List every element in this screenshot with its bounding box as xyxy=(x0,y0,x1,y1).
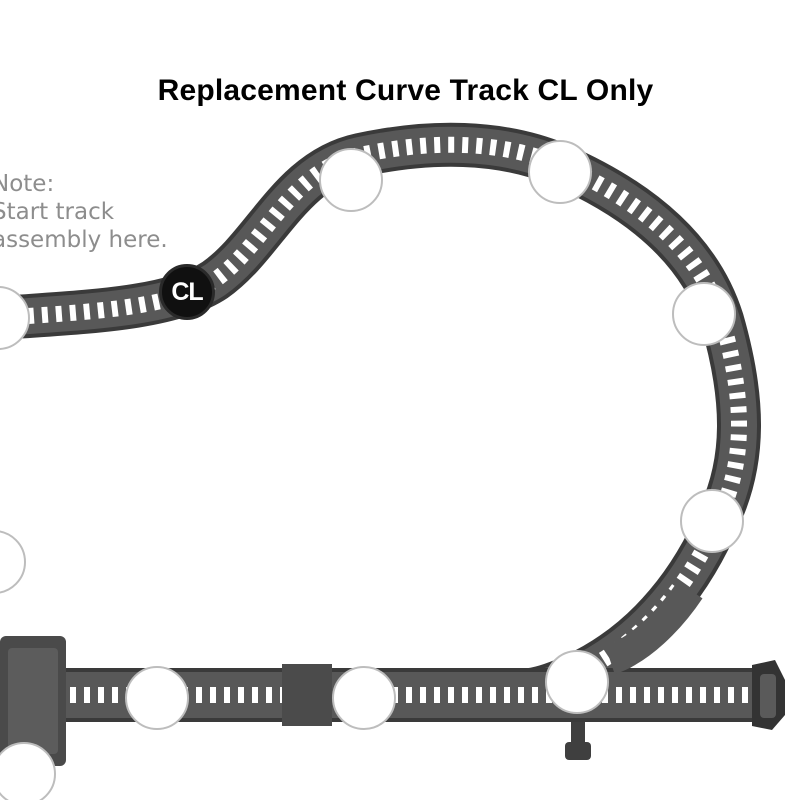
marker-circle-left-middle[interactable] xyxy=(0,530,26,594)
marker-circle-bottom-middle[interactable] xyxy=(332,666,396,730)
marker-circle-bottom-left[interactable] xyxy=(125,666,189,730)
marker-circle-bottom-corner[interactable] xyxy=(0,742,56,800)
markers xyxy=(0,140,744,800)
diagram-title: Replacement Curve Track CL Only xyxy=(157,74,654,107)
note-line-3: assembly here. xyxy=(0,227,168,253)
track-peg-foot xyxy=(565,742,591,760)
cl-badge[interactable]: CL xyxy=(159,264,215,320)
bottom-join-curve xyxy=(604,581,703,675)
track-peg xyxy=(571,722,585,746)
left-end-block-inner xyxy=(8,648,58,754)
join-plate xyxy=(282,664,332,726)
marker-circle-right-upper[interactable] xyxy=(672,282,736,346)
marker-circle-left-upper[interactable] xyxy=(0,286,30,350)
right-end-bumper-inner xyxy=(760,674,776,718)
marker-circle-right-lower[interactable] xyxy=(680,489,744,553)
note-line-2: Start track xyxy=(0,199,115,225)
loop-track xyxy=(0,122,761,712)
marker-circle-top-left[interactable] xyxy=(319,148,383,212)
marker-circle-top-right[interactable] xyxy=(528,140,592,204)
marker-circle-bottom-right[interactable] xyxy=(545,650,609,714)
note-line-1: Note: xyxy=(0,171,55,197)
start-note: Note: Start track assembly here. xyxy=(0,170,168,254)
